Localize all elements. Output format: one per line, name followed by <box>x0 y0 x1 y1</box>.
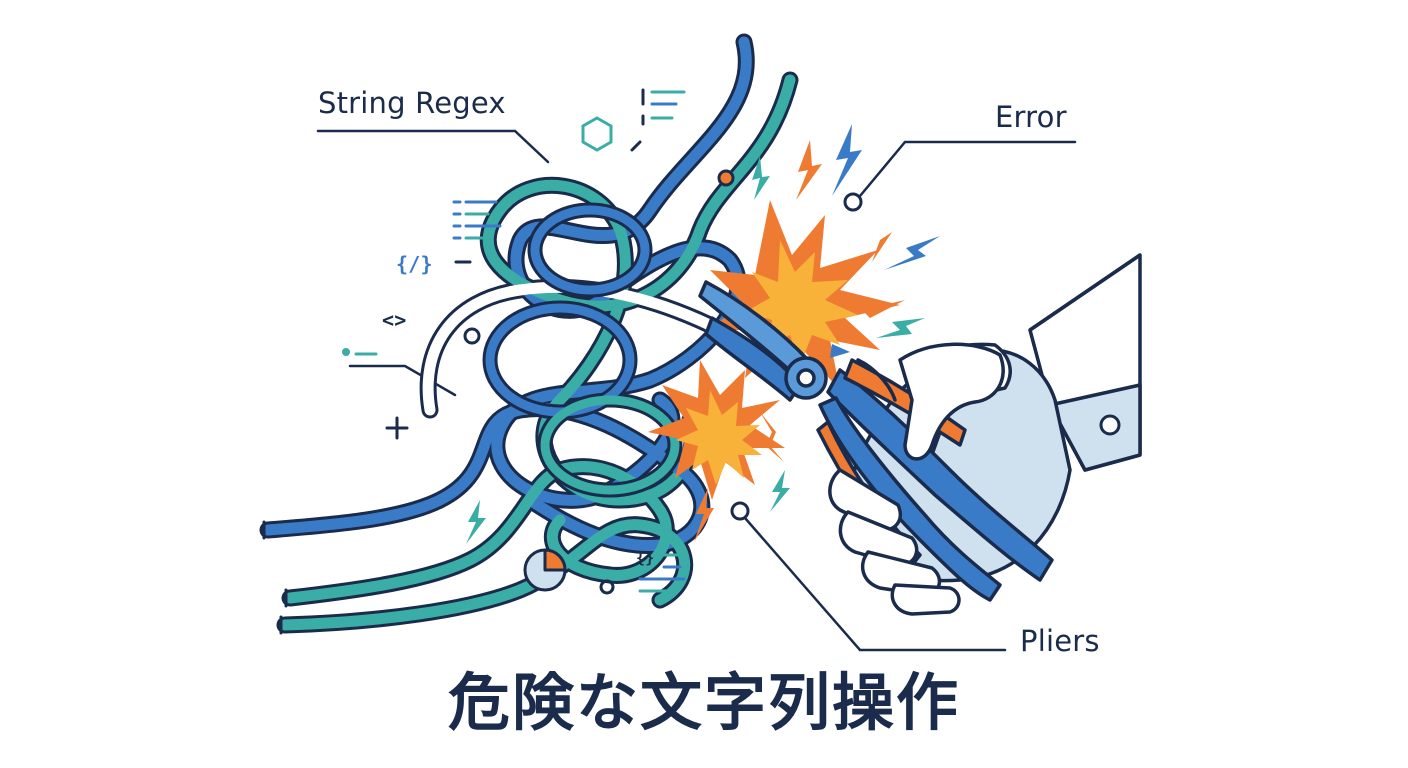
code-lines-icon <box>452 200 502 264</box>
lightning-bolt-icon <box>884 236 940 270</box>
label-pliers: Pliers <box>1020 624 1100 658</box>
decorations <box>342 88 735 595</box>
lightning-bolt-icon <box>752 156 770 200</box>
label-error: Error <box>995 100 1067 134</box>
leader-line-error <box>858 140 1077 198</box>
leader-line-left <box>348 364 457 397</box>
hexagon-icon <box>581 116 613 152</box>
lightning-bolt-icon <box>770 470 790 512</box>
label-string-regex: String Regex <box>318 86 506 120</box>
plus-sparkle-icon <box>385 416 409 440</box>
lightning-bolt-icon <box>466 500 486 544</box>
lightning-bolt-icon <box>876 318 925 338</box>
dot-icon <box>599 579 615 595</box>
leader-dot-inner <box>463 327 481 345</box>
pie-chart-icon <box>523 548 567 592</box>
code-braces-slash-icon: {/} <box>396 252 433 276</box>
hand-fingers <box>828 342 1005 616</box>
lightning-bolt-icon <box>760 412 784 462</box>
dot-icon <box>717 169 735 187</box>
lightning-bolt-icon <box>832 124 862 196</box>
code-lines-icon <box>630 88 686 152</box>
page-title: 危険な文字列操作 <box>447 666 960 739</box>
lightning-bolt-icon <box>796 140 822 200</box>
angle-brackets-icon: <> <box>382 308 407 332</box>
tangled-strings <box>259 33 799 635</box>
leader-line-string-regex <box>316 129 550 164</box>
code-lines-icon <box>638 553 686 593</box>
leader-line-pliers <box>743 516 1007 652</box>
leader-dot-pliers <box>730 501 750 521</box>
lightning-bolt-icon <box>694 488 714 542</box>
leader-lines <box>316 129 1077 652</box>
leader-dot-error <box>843 192 863 212</box>
braces-icon: {} <box>636 549 655 567</box>
